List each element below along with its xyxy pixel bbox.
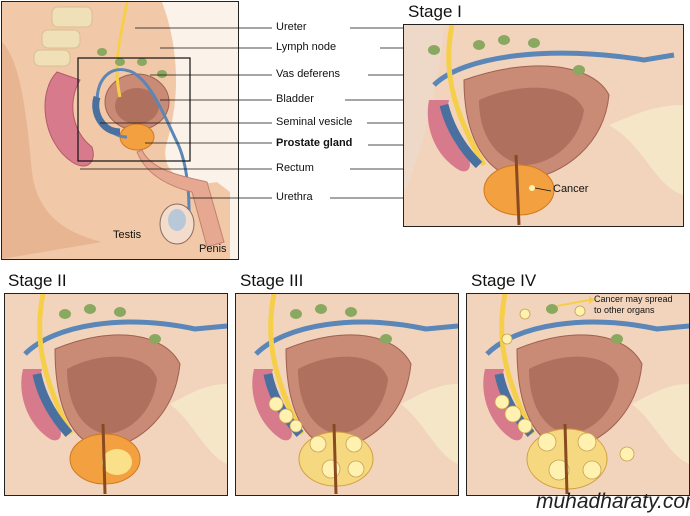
label-urethra: Urethra: [276, 191, 313, 203]
stage-1-illustration: [404, 25, 683, 226]
watermark: muhadharaty.com: [536, 490, 690, 513]
label-vas-deferens: Vas deferens: [276, 68, 341, 80]
overview-panel: [1, 1, 239, 260]
stage-4-illustration: [467, 294, 689, 495]
stage-4-note-line-1: Cancer may spread: [594, 294, 673, 304]
stage-1-cancer-label: Cancer: [553, 183, 589, 195]
label-prostate-gland: Prostate gland: [276, 137, 353, 149]
label-rectum: Rectum: [276, 162, 314, 174]
stage-2-panel: [4, 293, 228, 496]
anatomy-overview-illustration: [2, 2, 230, 259]
overview-leader-lines: [80, 27, 410, 199]
label-bladder: Bladder: [276, 93, 314, 105]
stage-3-title: Stage III: [240, 271, 304, 290]
stage-3-panel: [235, 293, 459, 496]
stage-1-title: Stage I: [408, 2, 462, 21]
stage-4-panel: [466, 293, 690, 496]
stage-2-illustration: [5, 294, 227, 495]
stage-1-panel: [403, 24, 684, 227]
label-lymph-node: Lymph node: [276, 41, 337, 53]
label-ureter: Ureter: [276, 21, 307, 33]
stage-3-illustration: [236, 294, 458, 495]
stage-2-title: Stage II: [8, 271, 67, 290]
label-seminal-vesicle: Seminal vesicle: [276, 116, 353, 128]
stage-4-title: Stage IV: [471, 271, 537, 290]
label-testis: Testis: [113, 229, 142, 241]
stage-4-note-line-2: to other organs: [594, 305, 655, 315]
label-penis: Penis: [199, 243, 227, 255]
